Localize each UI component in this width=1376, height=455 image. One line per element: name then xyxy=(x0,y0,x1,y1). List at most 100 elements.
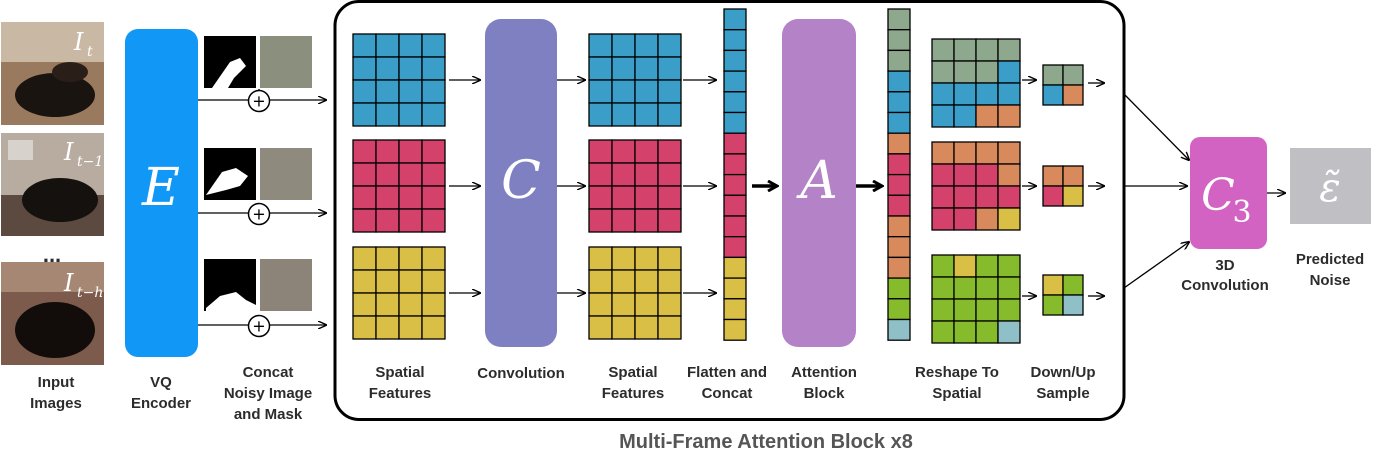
spatial-feature-cell xyxy=(352,79,377,104)
reshaped-cell xyxy=(953,320,977,344)
frame-subscript: t xyxy=(87,44,93,60)
reshaped-cell xyxy=(975,38,999,62)
spatial-feature-cell xyxy=(611,315,636,340)
downup-label-1: Down/Up xyxy=(1031,364,1096,381)
reshaped-cell xyxy=(931,82,955,106)
attention-symbol: A xyxy=(796,151,838,211)
downsampled-cell xyxy=(1042,274,1064,296)
spatial-feature-cell xyxy=(375,79,400,104)
predicted-noise-box xyxy=(1290,148,1371,224)
input-image-t-1: I t−1 xyxy=(1,133,104,236)
spatial-feature-cell xyxy=(398,56,423,81)
flatten-label-1: Flatten and xyxy=(687,364,767,381)
reshaped-cell xyxy=(997,276,1021,300)
spatial-feature-cell xyxy=(375,102,400,127)
reshaped-cell xyxy=(975,60,999,84)
spatial-features-1-label-2: Features xyxy=(369,385,432,402)
reshaped-cell xyxy=(997,82,1021,106)
reshaped-cell xyxy=(931,141,955,165)
attended-token-cell xyxy=(887,132,911,155)
spatial-feature-cell xyxy=(398,102,423,127)
reshaped-cell xyxy=(931,163,955,187)
spatial-feature-cell xyxy=(611,292,636,317)
convolution-label: Convolution xyxy=(477,365,564,382)
reshaped-cell xyxy=(975,185,999,209)
spatial-feature-cell xyxy=(657,79,682,104)
spatial-features-1-label-1: Spatial xyxy=(375,364,424,381)
spatial-feature-cell xyxy=(352,315,377,340)
spatial-feature-cell xyxy=(611,56,636,81)
reshaped-cell xyxy=(997,320,1021,344)
spatial-feature-cell xyxy=(611,208,636,233)
flattened-token-cell xyxy=(723,132,747,155)
spatial-feature-cell xyxy=(657,56,682,81)
reshaped-cell xyxy=(975,254,999,278)
downsampled-cell xyxy=(1042,294,1064,316)
spatial-feature-cell xyxy=(352,33,377,58)
spatial-feature-cell xyxy=(634,315,659,340)
spatial-feature-cell xyxy=(375,208,400,233)
attention-label-1: Attention xyxy=(791,364,857,381)
spatial-feature-cell xyxy=(634,208,659,233)
block-arrows xyxy=(449,80,1104,296)
spatial-feature-cell xyxy=(375,292,400,317)
reshaped-cell xyxy=(997,254,1021,278)
spatial-feature-cell xyxy=(611,162,636,187)
spatial-feature-cell xyxy=(634,185,659,210)
spatial-feature-cell xyxy=(611,139,636,164)
attended-token-cell xyxy=(887,8,911,31)
reshaped-cell xyxy=(997,104,1021,128)
reshaped-cell xyxy=(953,276,977,300)
attended-token-cell xyxy=(887,153,911,176)
reshaped-cell xyxy=(997,185,1021,209)
reshaped-cell xyxy=(975,141,999,165)
reshaped-cell xyxy=(953,254,977,278)
input-image-t-h: I t−h xyxy=(1,262,104,365)
flattened-token-cell xyxy=(723,8,747,31)
spatial-feature-cell xyxy=(657,162,682,187)
attended-token-cell xyxy=(887,49,911,72)
reshaped-cell xyxy=(997,207,1021,231)
spatial-feature-cell xyxy=(375,185,400,210)
reshaped-cell xyxy=(975,104,999,128)
flattened-token-cell xyxy=(723,256,747,279)
conv3d-label-1: 3D xyxy=(1215,257,1234,274)
flattened-token-cell xyxy=(723,70,747,93)
reshaped-cell xyxy=(953,163,977,187)
spatial-feature-cell xyxy=(352,162,377,187)
flattened-token-cell xyxy=(723,173,747,196)
spatial-feature-cell xyxy=(611,79,636,104)
attention-block-frame xyxy=(333,0,1126,421)
reshaped-cell xyxy=(953,60,977,84)
spatial-feature-cell xyxy=(375,162,400,187)
spatial-feature-cell xyxy=(588,139,613,164)
spatial-feature-cell xyxy=(588,56,613,81)
spatial-feature-cell xyxy=(375,246,400,271)
spatial-feature-cell xyxy=(657,246,682,271)
reshaped-cell xyxy=(997,60,1021,84)
spatial-feature-cell xyxy=(588,269,613,294)
spatial-feature-cell xyxy=(421,33,446,58)
spatial-feature-cell xyxy=(588,185,613,210)
reshaped-cell xyxy=(953,38,977,62)
spatial-feature-cell xyxy=(657,33,682,58)
flattened-token-cell xyxy=(723,318,747,341)
spatial-feature-cell xyxy=(588,79,613,104)
spatial-feature-cell xyxy=(588,208,613,233)
noisy-image-t xyxy=(260,36,312,88)
downsampled-cell xyxy=(1042,64,1064,86)
frame-symbol: I xyxy=(73,28,84,56)
noisy-image-t-h xyxy=(260,259,312,311)
reshape-label-1: Reshape To xyxy=(915,364,999,381)
reshaped-cell xyxy=(953,104,977,128)
encoder-label-2: Encoder xyxy=(131,395,191,412)
flattened-token-cell xyxy=(723,153,747,176)
spatial-feature-cell xyxy=(611,246,636,271)
spatial-feature-cell xyxy=(398,208,423,233)
conv3d-subscript: 3 xyxy=(1232,195,1251,230)
attended-token-cell xyxy=(887,318,911,341)
noisy-image-t-1 xyxy=(260,148,312,200)
spatial-feature-cell xyxy=(657,102,682,127)
spatial-feature-cell xyxy=(352,208,377,233)
reshaped-cell xyxy=(931,207,955,231)
